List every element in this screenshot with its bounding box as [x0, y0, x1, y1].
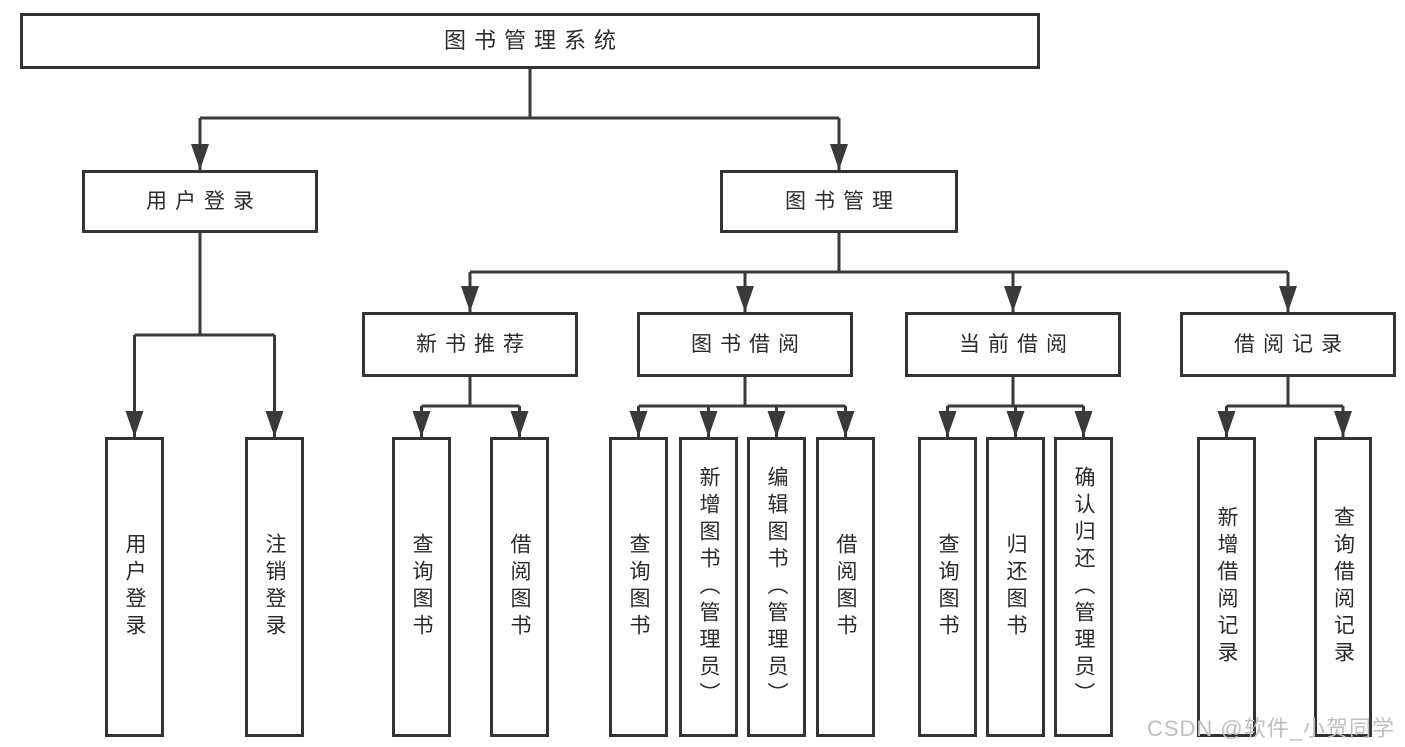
leaf-label: 新增借阅记录	[1215, 506, 1238, 668]
node-new-book-recommend: 新书推荐	[362, 312, 578, 377]
leaf-borrow-books-1: 借阅图书	[490, 437, 549, 737]
leaf-label: 借阅图书	[834, 533, 857, 641]
leaf-label: 编辑图书（管理员）	[765, 465, 788, 709]
node-label: 用户登录	[146, 190, 262, 213]
node-label: 图书借阅	[691, 333, 807, 356]
leaf-query-books-2: 查询图书	[609, 437, 668, 737]
leaf-label: 查询图书	[627, 533, 650, 641]
leaf-query-books-3: 查询图书	[918, 437, 977, 737]
node-borrow-record: 借阅记录	[1180, 312, 1396, 377]
leaf-label: 借阅图书	[508, 533, 531, 641]
leaf-label: 查询借阅记录	[1331, 506, 1355, 668]
node-label: 借阅记录	[1234, 333, 1350, 356]
leaf-label: 注销登录	[263, 533, 286, 641]
leaf-add-books-admin: 新增图书（管理员）	[679, 437, 738, 737]
leaf-query-borrow-record: 查询借阅记录	[1314, 437, 1372, 737]
leaf-confirm-return-admin: 确认归还（管理员）	[1054, 437, 1113, 737]
leaf-query-books-1: 查询图书	[392, 437, 451, 737]
leaf-return-books: 归还图书	[986, 437, 1045, 737]
csdn-watermark: CSDN @软件_小贺同学	[1146, 716, 1395, 741]
leaf-edit-books-admin: 编辑图书（管理员）	[747, 437, 806, 737]
node-book-borrow: 图书借阅	[637, 312, 853, 377]
leaf-label: 确认归还（管理员）	[1072, 465, 1095, 709]
node-library-system: 图书管理系统	[20, 13, 1040, 69]
node-user-login: 用户登录	[82, 170, 318, 233]
leaf-user-login: 用户登录	[105, 437, 164, 737]
leaf-label: 用户登录	[123, 533, 146, 641]
node-current-borrow: 当前借阅	[905, 312, 1121, 377]
leaf-label: 归还图书	[1004, 533, 1027, 641]
node-label: 当前借阅	[959, 333, 1075, 356]
node-label: 新书推荐	[416, 333, 532, 356]
leaf-label: 新增图书（管理员）	[697, 465, 720, 709]
leaf-logout: 注销登录	[245, 437, 304, 737]
node-label: 图书管理	[785, 190, 901, 213]
leaf-borrow-books-2: 借阅图书	[816, 437, 875, 737]
leaf-label: 查询图书	[936, 533, 959, 641]
node-label: 图书管理系统	[443, 28, 624, 53]
node-book-management: 图书管理	[720, 170, 958, 233]
leaf-label: 查询图书	[410, 533, 433, 641]
leaf-add-borrow-record: 新增借阅记录	[1197, 437, 1256, 737]
